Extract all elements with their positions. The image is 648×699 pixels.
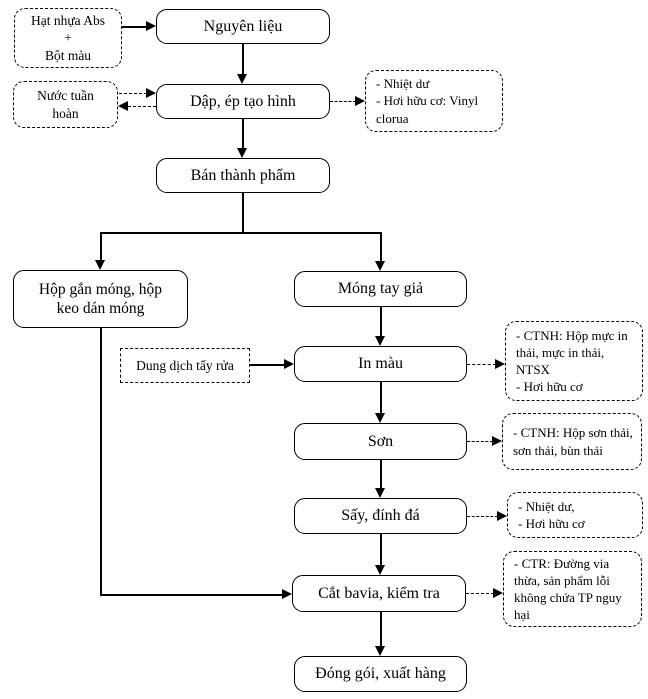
arrowhead-down (375, 565, 385, 575)
connector-nuoc-dapep (119, 93, 147, 94)
arrowhead-right (495, 359, 505, 369)
arrowhead-down (375, 488, 385, 498)
node-ctr-cat-bavia: - CTR: Đường via thừa, sản phẩm lỗi khôn… (503, 551, 642, 627)
connector-mongtaygia-inmau (380, 307, 382, 337)
arrowhead-down (375, 646, 385, 656)
node-say-dinh-da: Sấy, đính đá (294, 498, 467, 534)
connector-inmau-ctnh (467, 364, 496, 365)
node-mong-tay-gia: Móng tay giả (294, 271, 467, 307)
connector-son-ctnhson (467, 441, 493, 442)
arrowhead-down (375, 261, 385, 271)
node-hat-nhua-abs: Hạt nhựa Abs + Bột màu (14, 8, 122, 68)
node-dap-ep-tao-hinh: Dập, ép tạo hình (156, 84, 330, 119)
node-dong-goi-xuat-hang: Đóng gói, xuất hàng (294, 656, 467, 692)
node-nguyen-lieu: Nguyên liệu (156, 9, 330, 44)
arrowhead-down (375, 336, 385, 346)
node-ctnh-in-mau: - CTNH: Hộp mực in thải, mực in thải, NT… (505, 321, 643, 401)
arrowhead-right (146, 21, 156, 31)
arrowhead-right (146, 88, 156, 98)
connector-dapep-banthanhpham (242, 119, 244, 150)
node-hop-gan-mong: Hộp gắn móng, hộp keo dán móng (13, 270, 188, 328)
node-cat-bavia-kiem-tra: Cắt bavia, kiểm tra (292, 575, 466, 612)
connector-dapep-nhietdu (330, 101, 356, 102)
arrowhead-right (282, 589, 292, 599)
connector-banthanhpham-branch (242, 193, 244, 234)
connector-branch-left (100, 232, 102, 260)
connector-hopganmong-catbavia (100, 594, 283, 596)
connector-hatnhua-nguyenlieu (122, 26, 148, 28)
arrowhead-down (237, 74, 247, 84)
arrowhead-right (493, 588, 503, 598)
arrowhead-right (284, 359, 294, 369)
node-ctnh-son: - CTNH: Hộp sơn thải, sơn thải, bùn thải (502, 413, 642, 470)
arrowhead-left (118, 101, 128, 111)
connector-catbavia-donggoi (380, 612, 382, 647)
arrowhead-down (237, 148, 247, 158)
arrowhead-down (375, 413, 385, 423)
node-in-mau: In màu (294, 346, 467, 382)
arrowhead-right (497, 511, 507, 521)
connector-dapep-nuoc (128, 106, 156, 107)
node-nhiet-du-vinyl-clorua: - Nhiệt dư - Hơi hữu cơ: Vinyl clorua (365, 70, 503, 132)
node-nuoc-tuan-hoan: Nước tuần hoàn (13, 81, 118, 128)
connector-nguyenlieu-dapep (242, 44, 244, 76)
connector-say-nhietdu (467, 516, 498, 517)
connector-son-say (380, 460, 382, 489)
arrowhead-right (355, 96, 365, 106)
node-ban-thanh-pham: Bán thành phẩm (156, 158, 330, 193)
arrowhead-right (492, 436, 502, 446)
arrowhead-down (95, 260, 105, 270)
connector-hopganmong-down (100, 328, 102, 595)
connector-catbavia-ctr (466, 593, 494, 594)
connector-branch-right (380, 232, 382, 261)
connector-say-catbavia (380, 534, 382, 566)
connector-dungdich-inmau (250, 364, 286, 366)
connector-branch-horizontal (101, 232, 382, 234)
node-dung-dich-tay-rua: Dung dịch tẩy rửa (120, 348, 250, 383)
connector-inmau-son (380, 382, 382, 414)
node-nhiet-du-hoi-huu-co: - Nhiệt dư, - Hơi hữu cơ (507, 492, 643, 538)
node-son: Sơn (294, 423, 467, 460)
